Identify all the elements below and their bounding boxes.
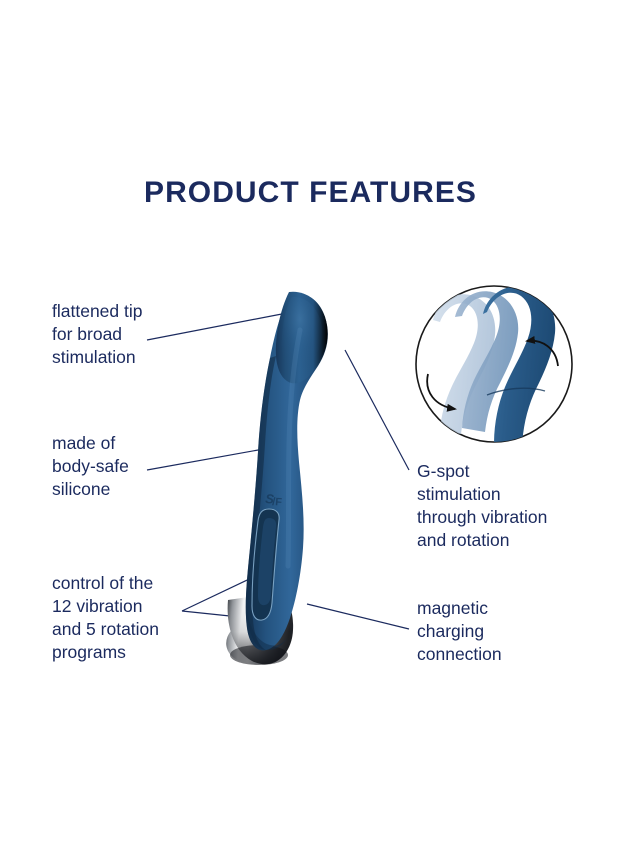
- callout-gspot-stimulation: G-spot stimulation through vibration and…: [417, 461, 548, 551]
- leader-gspot: [344, 349, 410, 471]
- control-panel[interactable]: [251, 508, 280, 621]
- control-button-upper: [258, 518, 277, 606]
- product-body: S /F: [226, 291, 328, 665]
- rotation-arrow-left: [426, 373, 457, 412]
- page-title: PRODUCT FEATURES: [144, 176, 477, 209]
- magnetic-charging-base: [226, 592, 294, 665]
- svg-text:/F: /F: [272, 496, 283, 509]
- callout-body-safe-silicone: made of body-safe silicone: [52, 433, 129, 500]
- control-groove: [251, 508, 280, 621]
- brand-logo-mark: S /F: [265, 491, 283, 509]
- base-seam: [247, 612, 294, 651]
- motion-ghost-mid: [455, 291, 519, 432]
- leader-magnetic: [306, 603, 410, 630]
- shaft-highlight: [285, 327, 303, 569]
- motion-solid-tip: [483, 286, 556, 442]
- rotation-arc-back: [431, 371, 534, 396]
- rotation-arrow-right: [525, 336, 559, 367]
- motion-ghost-light: [433, 294, 496, 434]
- callout-vibration-rotation-programs: control of the 12 vibration and 5 rotati…: [52, 573, 160, 663]
- svg-text:S: S: [265, 491, 275, 507]
- callout-magnetic-charging: magnetic charging connection: [417, 598, 502, 665]
- inset-seam: [486, 387, 546, 396]
- shaft-shadow: [245, 356, 276, 651]
- tip-highlight: [281, 296, 323, 371]
- silicone-shaft: [245, 292, 328, 651]
- rotation-inset: [415, 285, 573, 443]
- flattened-tip: [275, 291, 328, 384]
- inset-circle: [415, 285, 573, 443]
- callout-flattened-tip: flattened tip for broad stimulation: [52, 301, 143, 368]
